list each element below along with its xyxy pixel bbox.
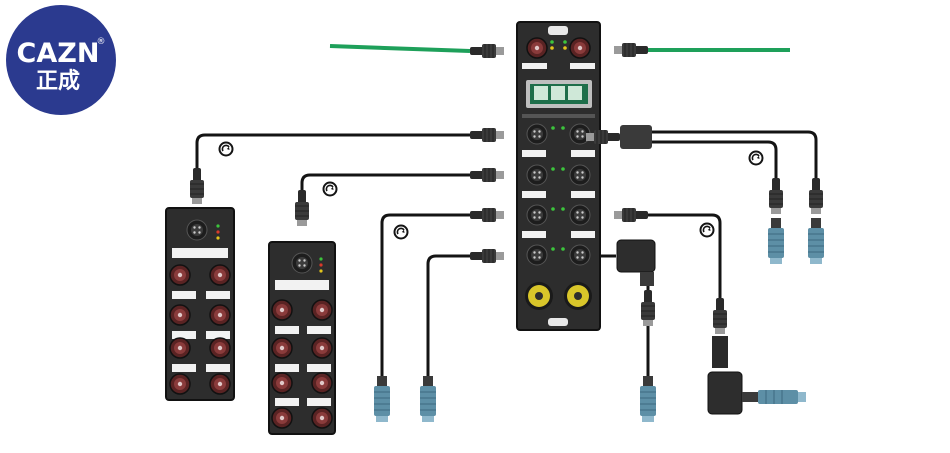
mounting-slot <box>548 26 568 35</box>
circle-arrow-icon <box>699 222 715 238</box>
network-cable-right <box>613 42 790 58</box>
cable-to-expansion-box-2 <box>294 167 505 227</box>
inductive-sensor-icon <box>419 375 437 423</box>
port-x02-icon <box>569 37 591 59</box>
expansion-box-2 <box>268 241 336 435</box>
inductive-sensor-icon <box>807 217 825 265</box>
main-io-module <box>516 21 601 331</box>
brand-logo: CAZN ® 正成 <box>6 5 116 115</box>
sensor-3 <box>767 217 785 265</box>
inductive-sensor-icon <box>767 217 785 265</box>
power-ports <box>525 282 592 326</box>
network-cable-left <box>329 43 505 59</box>
cable-to-sensor-1 <box>380 207 505 380</box>
io-port-grid <box>522 114 595 266</box>
circle-arrow-icon <box>218 141 234 157</box>
registered-mark: ® <box>97 37 106 47</box>
inductive-sensor-icon <box>373 375 391 423</box>
expansion-box-1 <box>165 207 235 401</box>
sensor-4 <box>807 217 825 265</box>
brand-subtitle: 正成 <box>36 69 80 94</box>
brand-name: CAZN <box>17 38 100 69</box>
inductive-sensor-icon <box>639 375 657 423</box>
circle-arrow-icon <box>322 181 338 197</box>
cable-to-expansion-box-1 <box>189 127 505 205</box>
circle-arrow-icon <box>748 150 764 166</box>
sensor-5 <box>639 375 657 423</box>
sensor-1 <box>373 375 391 423</box>
port-x01-icon <box>526 37 548 59</box>
cable-to-sensor-2 <box>426 248 505 380</box>
cable-to-distribution-box <box>613 207 806 415</box>
sensor-2 <box>419 375 437 423</box>
circle-arrow-icon <box>393 224 409 240</box>
cable-to-splitter <box>585 125 824 215</box>
cable-to-angled-connector <box>600 239 656 380</box>
brand-logo-circle <box>6 5 116 115</box>
